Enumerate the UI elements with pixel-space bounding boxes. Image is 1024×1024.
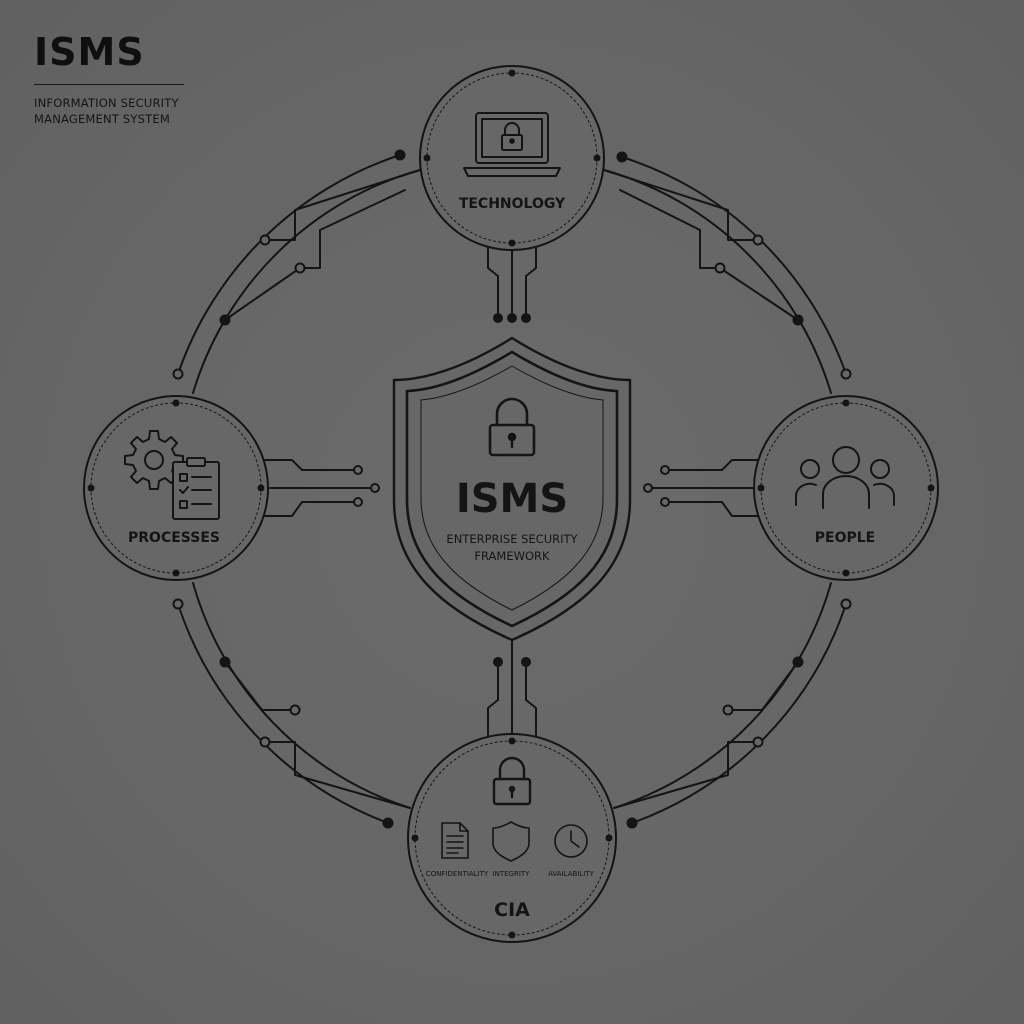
- gear-clipboard-icon: [124, 430, 220, 520]
- ring-node: [626, 817, 638, 829]
- connector-left: [264, 459, 380, 517]
- ring-nodes: [172, 149, 852, 829]
- center-padlock-icon: [488, 397, 536, 457]
- center-subtitle-line-1: ENTERPRISE SECURITY: [446, 532, 578, 546]
- ring-node: [294, 262, 306, 274]
- ring-node: [219, 314, 231, 326]
- node-processes-label: PROCESSES: [128, 530, 220, 546]
- node-people: PEOPLE: [753, 395, 939, 581]
- ring-node: [289, 704, 301, 716]
- clock-icon: [554, 824, 588, 858]
- ring-node: [792, 314, 804, 326]
- node-cia: CONFIDENTIALITY INTEGRITY AVAILABILITY C…: [407, 733, 617, 943]
- cia-padlock-icon: [492, 756, 532, 806]
- ring-node: [259, 234, 271, 246]
- ring-node: [752, 736, 764, 748]
- shield-icon: [492, 821, 530, 862]
- node-people-label: PEOPLE: [815, 530, 875, 546]
- ring-node: [172, 368, 184, 380]
- center-title: ISMS: [456, 476, 568, 522]
- node-technology-label: TECHNOLOGY: [459, 196, 566, 212]
- laptop-lock-icon: [463, 112, 561, 177]
- header-title: ISMS: [34, 30, 145, 74]
- ring-node: [382, 817, 394, 829]
- ring-node: [259, 736, 271, 748]
- ring-node: [714, 262, 726, 274]
- ring-node: [172, 598, 184, 610]
- header-divider: [34, 84, 184, 85]
- connector-top: [487, 242, 537, 323]
- connector-right: [643, 459, 760, 517]
- header-subtitle-line-1: INFORMATION SECURITY: [34, 96, 179, 110]
- node-cia-label: CIA: [494, 899, 530, 921]
- node-processes: PROCESSES: [83, 395, 269, 581]
- ring-node: [840, 598, 852, 610]
- ring-node: [722, 704, 734, 716]
- ring-node: [840, 368, 852, 380]
- people-group-icon: [794, 446, 896, 509]
- ring-node: [616, 151, 628, 163]
- ring-node: [394, 149, 406, 161]
- connector-bottom: [487, 639, 537, 736]
- header-subtitle-line-2: MANAGEMENT SYSTEM: [34, 112, 170, 126]
- header-subtitle: INFORMATION SECURITY MANAGEMENT SYSTEM: [34, 95, 179, 127]
- document-icon: [441, 822, 469, 859]
- center-subtitle-line-2: FRAMEWORK: [474, 549, 550, 563]
- cia-item-label: CONFIDENTIALITY: [426, 870, 489, 878]
- ring-node: [752, 234, 764, 246]
- cia-item-label: INTEGRITY: [493, 870, 531, 878]
- ring-node: [792, 656, 804, 668]
- center-shield: ISMS ENTERPRISE SECURITY FRAMEWORK: [392, 336, 632, 642]
- cia-item-label: AVAILABILITY: [548, 870, 594, 878]
- node-technology: TECHNOLOGY: [419, 65, 605, 251]
- ring-node: [219, 656, 231, 668]
